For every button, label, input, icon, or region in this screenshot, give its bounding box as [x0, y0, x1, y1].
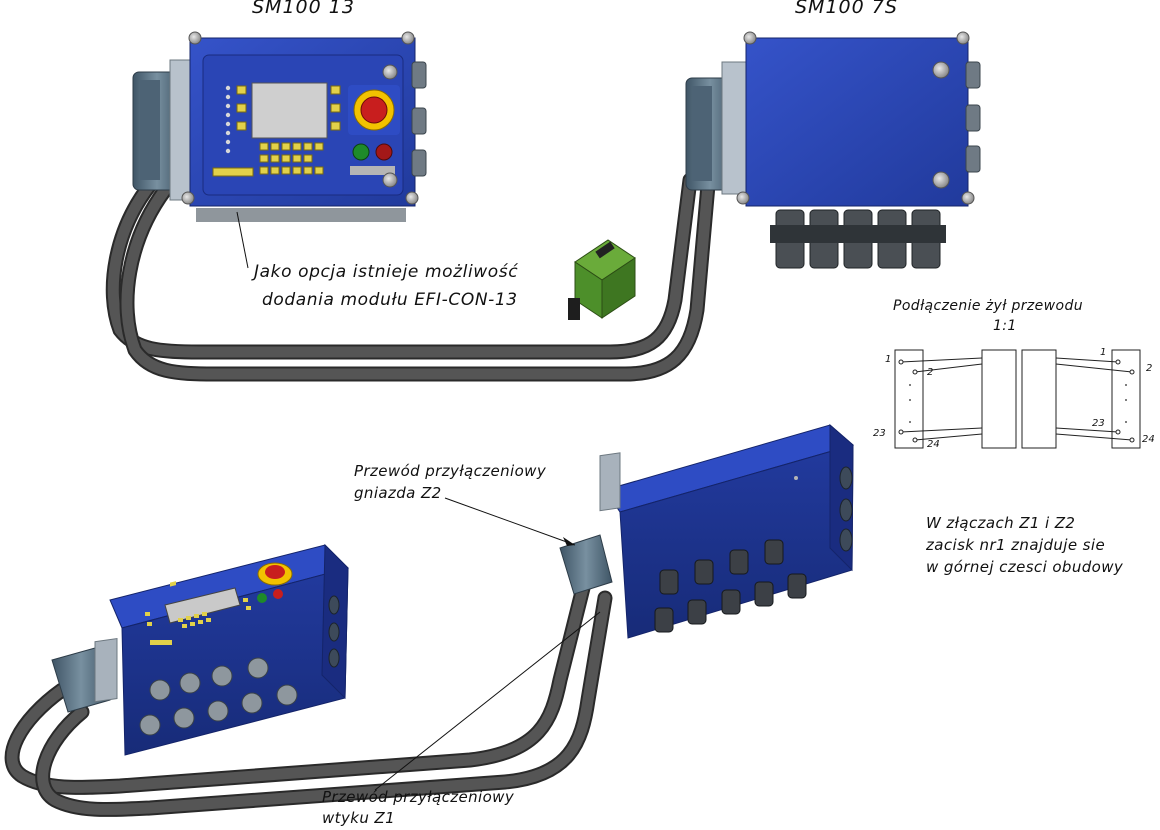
pin-label-left-24: 24 [927, 439, 940, 450]
lid-screw [794, 476, 798, 480]
note-line2: zacisk nr1 znajduje sie [926, 536, 1106, 554]
left-function-keys [236, 85, 247, 131]
panel-screw [382, 64, 398, 80]
note-line1: W złączach Z1 i Z2 [926, 514, 1076, 532]
left-plug-body [981, 349, 1017, 449]
sm100-13-device [132, 31, 427, 222]
lcd-screen [164, 587, 241, 624]
sm100-7s-iso-device [559, 423, 855, 639]
mounting-bolts [181, 31, 419, 205]
left-device-title: SM100 13 [252, 0, 355, 18]
z2-connector-iso [559, 452, 621, 595]
left-terminal-block [894, 349, 924, 449]
efi-con-13-module [568, 239, 636, 320]
pin-label-right-1: 1 [1100, 347, 1107, 358]
right-device-title: SM100 7S [795, 0, 898, 18]
wiring-title-line1: Podłączenie żył przewodu [893, 298, 1084, 314]
pin-label-left-2: 2 [927, 367, 934, 378]
panel-screw [382, 172, 398, 188]
keypad [145, 581, 251, 645]
label-plate [350, 166, 395, 175]
z2-caption-line2: gniazda Z2 [354, 484, 442, 502]
sm100-7s-device [685, 31, 981, 269]
efi-caption-line1: Jako opcja istnieje możliwość [254, 262, 519, 282]
lcd-screen [251, 82, 328, 139]
efi-caption-line2: dodania modułu EFI-CON-13 [262, 290, 518, 310]
pin-label-left-1: 1 [885, 354, 892, 365]
pin-label-right-23: 23 [1092, 418, 1105, 429]
emergency-stop [257, 562, 293, 603]
efi-leader-line [236, 211, 249, 269]
side-face [321, 543, 349, 700]
side-glands [328, 595, 340, 668]
logo-plate [212, 167, 254, 177]
stop-button [375, 143, 393, 161]
housing [745, 37, 969, 207]
right-terminal-block [1111, 349, 1141, 449]
pin-label-right-24: 24 [1142, 434, 1155, 445]
z2-leader-arrow [563, 537, 575, 546]
status-leds [225, 85, 231, 154]
wiring-title-line2: 1:1 [993, 318, 1017, 334]
z2-caption-line1: Przewód przyłączeniowy [354, 462, 547, 480]
side-glands [965, 61, 981, 173]
gland-bar [770, 225, 946, 243]
z2-connector-top [685, 61, 747, 195]
front-glands [654, 539, 807, 633]
emergency-stop [348, 85, 400, 135]
bottom-cable-loop [4, 572, 613, 818]
wiring-diagram [894, 349, 1141, 449]
z1-caption-line1: Przewód przyłączeniowy [322, 788, 515, 806]
z1-connector-iso [51, 637, 118, 713]
z1-caption-line2: wtyku Z1 [322, 809, 396, 827]
start-button [352, 143, 370, 161]
z1-connector-top [132, 59, 196, 201]
mounting-bolts [736, 31, 975, 205]
sm100-13-iso-device [51, 543, 349, 756]
z1-leader-line [374, 611, 601, 791]
pin-label-left-23: 23 [873, 428, 886, 439]
side-glands [411, 61, 427, 177]
side-glands [839, 466, 853, 552]
right-plug-body [1021, 349, 1057, 449]
lid-screw [932, 171, 950, 189]
z2-leader-line [444, 497, 576, 546]
note-line3: w górnej czesci obudowy [926, 558, 1124, 576]
keypad [259, 142, 324, 175]
pin-label-right-2: 2 [1146, 363, 1153, 374]
front-glands [139, 657, 298, 736]
top-cable-loop [105, 172, 716, 382]
right-function-keys [330, 85, 341, 131]
lid-screw [932, 61, 950, 79]
bottom-glands [196, 208, 406, 222]
